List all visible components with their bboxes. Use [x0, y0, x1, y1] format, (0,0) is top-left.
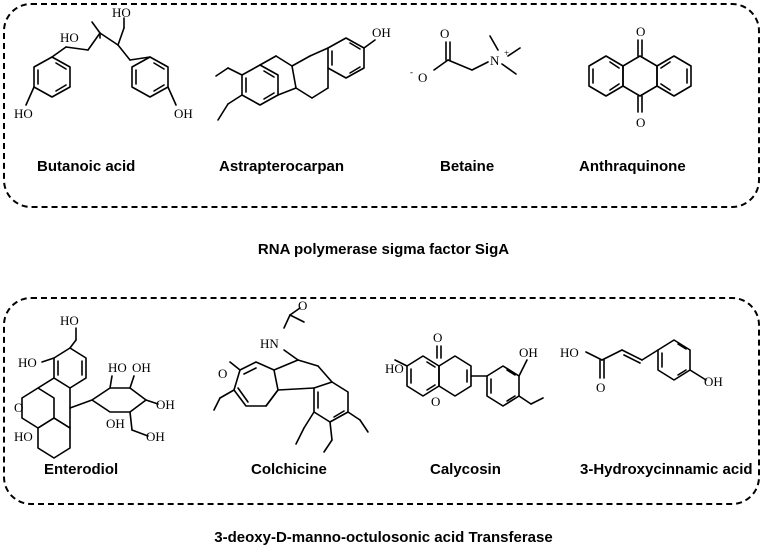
label-o: O [596, 380, 605, 395]
compound-name-butanoic-acid: Butanoic acid [37, 158, 136, 175]
label-o: O [218, 366, 227, 381]
compound-name-betaine: Betaine [440, 158, 495, 175]
group-box-2 [3, 297, 760, 505]
structure-butanoic-acid: HO HO HO OH [0, 0, 230, 160]
label-oh: OH [372, 25, 391, 40]
label-o: O [418, 70, 427, 85]
structure-enterodiol: HO HO O HO HO OH OH OH OH [0, 300, 200, 465]
label-ho: HO [60, 30, 79, 45]
compound-name-anthraquinone: Anthraquinone [579, 158, 686, 175]
label-o: O [14, 400, 23, 415]
structure-colchicine: O HN O [200, 298, 380, 465]
label-o: O [431, 394, 440, 409]
label-o: O [636, 115, 645, 130]
compound-name-enterodiol: Enterodiol [44, 461, 119, 478]
label-ho: HO [112, 5, 131, 20]
label-o: O [440, 26, 449, 41]
label-oh: OH [106, 416, 125, 431]
label-o: O [433, 330, 442, 345]
group-title-kdo-transferase: 3-deoxy-D-manno-octulosonic acid Transfe… [214, 529, 553, 546]
label-ho: HO [560, 345, 579, 360]
label-oh: OH [156, 397, 175, 412]
label-hn: HN [260, 336, 279, 351]
label-oh: OH [519, 345, 538, 360]
label-oh: OH [174, 106, 193, 121]
structure-calycosin: O HO O OH [375, 300, 555, 465]
label-ho: HO [385, 361, 404, 376]
label-minus: - [410, 67, 413, 77]
compound-name-3-hydroxycinnamic-acid: 3-Hydroxycinnamic acid [580, 461, 753, 478]
label-ho: HO [14, 106, 33, 121]
structure-astrapterocarpan: OH [200, 0, 400, 160]
group-title-sigA: RNA polymerase sigma factor SigA [257, 241, 510, 258]
label-oh: OH [146, 429, 165, 444]
structure-anthraquinone: O O [560, 0, 760, 160]
structure-3-hydroxycinnamic-acid: HO O OH [550, 300, 750, 465]
label-plus: + [504, 48, 509, 58]
label-ho: HO [18, 355, 37, 370]
label-o: O [298, 298, 307, 313]
structure-betaine: O O - N + [400, 0, 550, 160]
compound-name-astrapterocarpan: Astrapterocarpan [219, 158, 345, 175]
label-oh: HO [108, 360, 127, 375]
label-ho: HO [60, 313, 79, 328]
label-o: O [636, 24, 645, 39]
compound-name-colchicine: Colchicine [251, 461, 327, 478]
label-oh: OH [132, 360, 151, 375]
label-ho: HO [14, 429, 33, 444]
label-n: N [490, 53, 500, 68]
label-oh: OH [704, 374, 723, 389]
compound-name-calycosin: Calycosin [430, 461, 501, 478]
group-box-1 [3, 3, 760, 208]
